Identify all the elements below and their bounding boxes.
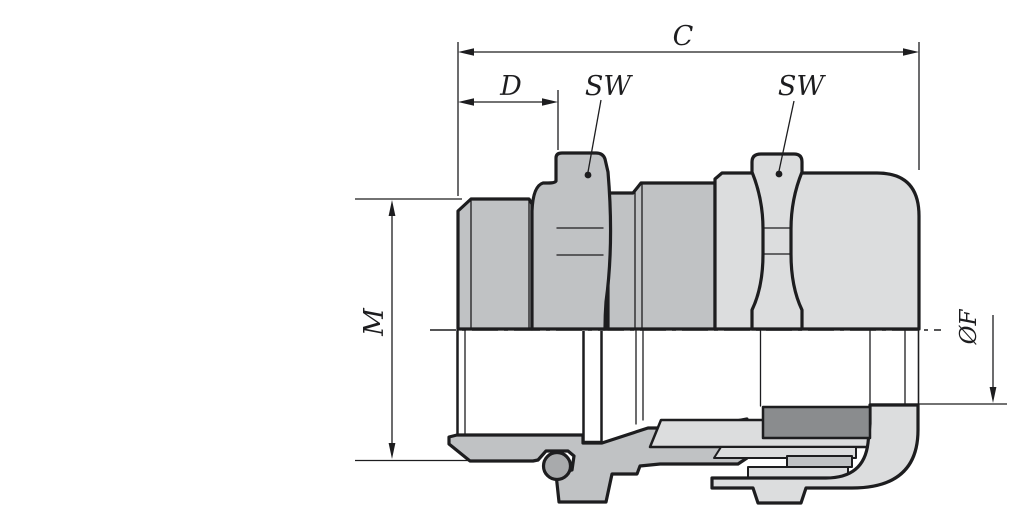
dimension-c: C bbox=[457, 21, 920, 196]
dimension-d: D bbox=[458, 71, 559, 150]
dim-label-sw-left: SW bbox=[585, 71, 633, 102]
cap-wall-section bbox=[710, 403, 920, 505]
dim-label-f: ØF bbox=[956, 309, 982, 346]
o-ring bbox=[541, 450, 573, 482]
arrowhead-down bbox=[388, 443, 396, 459]
annular-slot bbox=[582, 331, 603, 444]
thread-section bbox=[456, 197, 534, 331]
arrowhead-down bbox=[989, 387, 997, 403]
arrowhead-up bbox=[388, 200, 396, 216]
dimension-sw-right: SW bbox=[775, 71, 826, 178]
dim-label-m: M bbox=[359, 307, 390, 337]
dimension-sw-left: SW bbox=[584, 71, 633, 179]
arrowhead-right bbox=[903, 48, 919, 56]
clamp-ring-bar bbox=[786, 455, 853, 468]
sealing-insert bbox=[761, 405, 872, 440]
cross-section-lower bbox=[447, 329, 920, 505]
intermediate-sleeve bbox=[606, 181, 717, 331]
body-hex-nut bbox=[530, 151, 613, 331]
leader-line bbox=[778, 100, 795, 172]
arrowhead-right bbox=[542, 98, 558, 106]
cap-nut-dome bbox=[713, 171, 921, 331]
leader-dot bbox=[584, 171, 592, 179]
cap-hex-nut bbox=[750, 152, 804, 331]
leader-line bbox=[587, 99, 602, 173]
dim-label-d: D bbox=[499, 71, 522, 102]
side-view-upper bbox=[456, 151, 921, 331]
dimension-f: ØF bbox=[870, 309, 1007, 405]
leader-dot bbox=[775, 170, 783, 178]
dim-label-c: C bbox=[673, 21, 694, 52]
dim-label-sw-right: SW bbox=[778, 71, 826, 102]
arrowhead-left bbox=[458, 98, 474, 106]
arrowhead-left bbox=[458, 48, 474, 56]
dimension-m: M bbox=[355, 198, 477, 462]
